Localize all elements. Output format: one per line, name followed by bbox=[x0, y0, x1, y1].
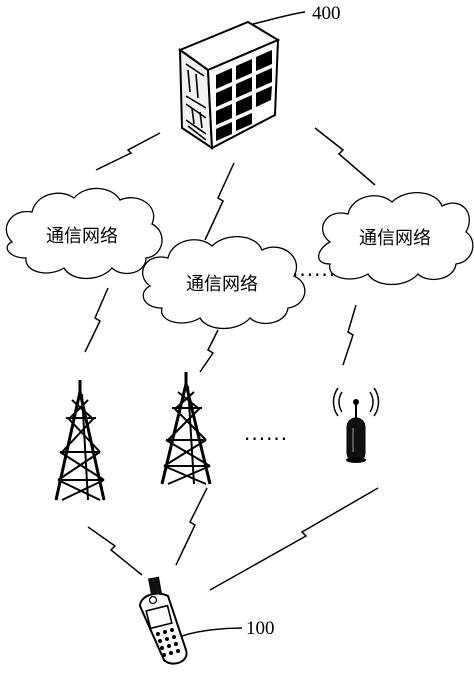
wireless-link-icon bbox=[342, 304, 357, 366]
mobile-phone-icon bbox=[138, 576, 243, 665]
network-label: 通信网络 bbox=[46, 226, 118, 247]
terminal-ref-label: 100 bbox=[246, 618, 275, 639]
wireless-link-icon bbox=[175, 487, 208, 566]
wireless-link-icon bbox=[84, 287, 109, 353]
network-cloud: 通信网络 bbox=[5, 187, 163, 280]
cell-tower-icon bbox=[160, 372, 212, 485]
network-cloud: 通信网络 bbox=[318, 191, 474, 286]
wireless-link-icon bbox=[209, 487, 379, 591]
wireless-link-icon bbox=[95, 132, 161, 171]
wireless-link-icon bbox=[199, 329, 219, 373]
wireless-link-icon bbox=[314, 127, 376, 186]
server-icon bbox=[177, 11, 306, 150]
network-label: 通信网络 bbox=[186, 274, 258, 295]
ellipsis: ...... bbox=[292, 257, 336, 281]
cell-tower-icon bbox=[54, 380, 106, 501]
wireless-link-icon bbox=[87, 526, 143, 576]
network-cloud: 通信网络 bbox=[142, 235, 306, 330]
network-label: 通信网络 bbox=[359, 228, 431, 249]
server-ref-label: 400 bbox=[312, 3, 341, 24]
access-point-icon bbox=[332, 387, 380, 463]
wireless-link-icon bbox=[204, 162, 235, 241]
ellipsis: ...... bbox=[244, 421, 288, 445]
